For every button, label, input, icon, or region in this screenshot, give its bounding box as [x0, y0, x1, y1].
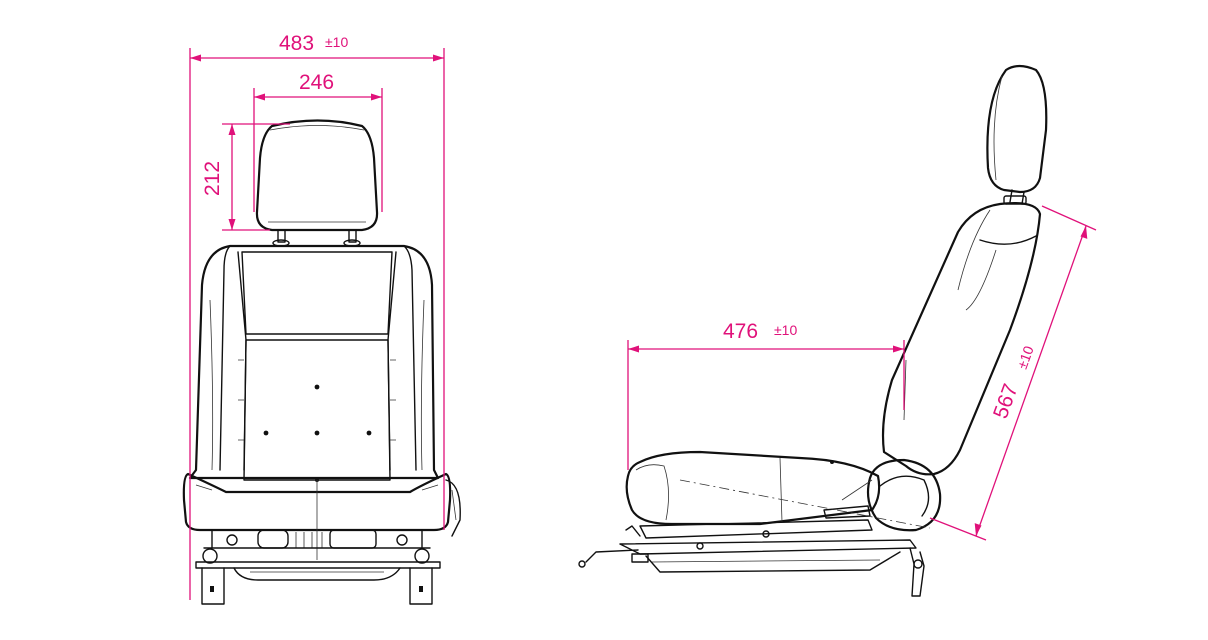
dimension-483: 483 ±10: [189, 32, 445, 600]
side-backrest: [881, 202, 1042, 476]
dim-567-value: 567: [989, 381, 1023, 422]
dim-212-value: 212: [201, 161, 224, 196]
front-backrest: [188, 244, 440, 480]
dim-476-value: 476: [723, 320, 758, 343]
side-rails: [578, 519, 925, 597]
front-mechanism: [195, 529, 441, 605]
front-seat-cushion: [182, 472, 452, 532]
dim-246-value: 246: [299, 71, 334, 94]
dim-476-tolerance: ±10: [774, 322, 797, 338]
side-seat-cushion: [625, 450, 881, 526]
dim-483-value: 483: [279, 32, 314, 55]
front-view-seat: [182, 119, 461, 605]
side-recliner: [866, 458, 942, 532]
dim-567-tolerance: ±10: [1014, 343, 1037, 371]
side-headrest: [986, 64, 1048, 194]
side-view-seat: [578, 64, 1048, 597]
dimension-212: 212: [201, 123, 290, 231]
dimension-567: 567 ±10: [929, 205, 1097, 541]
dim-483-tolerance: ±10: [325, 34, 348, 50]
dimension-476: 476 ±10: [627, 320, 905, 470]
front-headrest: [255, 119, 379, 232]
dimension-246: 246: [253, 71, 383, 212]
